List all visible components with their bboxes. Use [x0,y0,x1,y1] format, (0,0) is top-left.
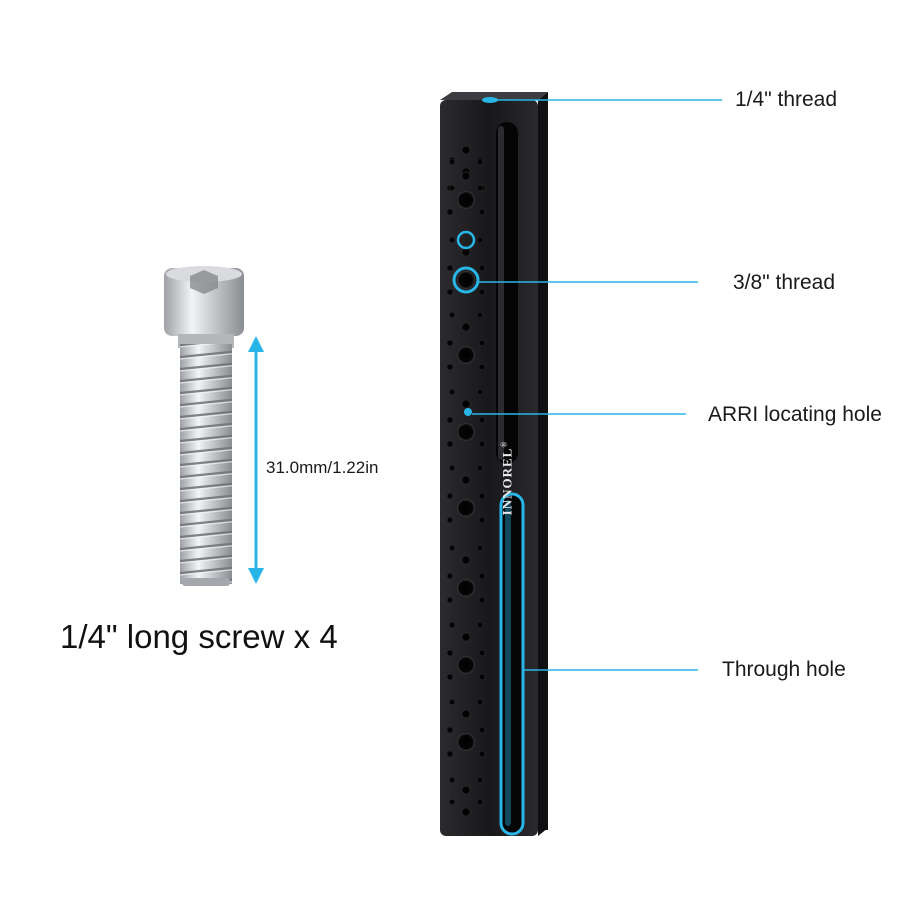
plate-small-hole [449,312,455,318]
plate-small-hole [478,649,486,657]
plate-small-hole [478,363,486,371]
hex-socket-icon [190,270,218,294]
plate-small-hole [477,237,483,243]
plate-small-thread-hole [461,475,471,485]
plate-small-hole [477,312,483,318]
plate-small-hole [446,363,454,371]
cheese-plate [440,92,548,836]
plate-small-hole [449,185,455,191]
plate-small-hole [478,492,486,500]
plate-small-hole [477,699,483,705]
plate-thread-hole [457,499,475,517]
plate-small-hole [446,208,454,216]
plate-small-hole [478,264,486,272]
plate-small-hole [449,777,455,783]
plate-small-hole [449,237,455,243]
plate-small-hole [446,596,454,604]
plate-small-hole [477,622,483,628]
plate-small-hole [449,545,455,551]
plate-small-hole [477,777,483,783]
plate-thread-hole [457,423,475,441]
label-through-hole: Through hole [722,658,846,681]
plate-thread-hole [457,579,475,597]
plate-thread-hole [457,191,475,209]
plate-small-thread-hole [461,709,471,719]
plate-small-hole [478,673,486,681]
plate-small-hole [477,389,483,395]
plate-small-hole [477,799,483,805]
plate-small-hole [477,465,483,471]
brand-logo: INNOREL® [499,441,515,516]
plate-thread-hole [457,733,475,751]
plate-small-thread-hole [461,145,471,155]
plate-small-hole [446,649,454,657]
plate-small-thread-hole [461,171,471,181]
plate-holes [446,145,486,817]
label-three-eighths-thread: 3/8" thread [733,271,836,294]
top-thread-hole [482,97,498,103]
plate-small-hole [449,799,455,805]
plate-small-hole [446,264,454,272]
through-slot [499,492,525,836]
screw [164,266,244,586]
plate-small-hole [478,516,486,524]
plate-small-hole [478,440,486,448]
plate-small-hole [446,516,454,524]
plate-small-hole [446,492,454,500]
plate-small-thread-hole [461,807,471,817]
plate-small-hole [449,465,455,471]
plate-small-hole [478,750,486,758]
plate-small-hole [478,726,486,734]
plate-small-hole [446,339,454,347]
plate-small-hole [478,208,486,216]
plate-small-hole [449,699,455,705]
brand-name: INNOREL [499,447,515,516]
plate-small-hole [449,159,455,165]
plate-thread-hole [457,656,475,674]
plate-small-hole [478,596,486,604]
plate-thread-hole [457,346,475,364]
dimension-arrow [248,336,264,584]
plate-small-thread-hole [461,632,471,642]
plate-small-hole [446,288,454,296]
plate-small-hole [478,339,486,347]
plate-thread-hole [457,271,475,289]
screw-head [164,268,244,336]
plate-small-thread-hole [461,785,471,795]
plate-small-thread-hole [461,555,471,565]
quarter-hole-highlight [456,230,476,250]
arri-hole-dot [464,408,472,416]
plate-small-hole [477,545,483,551]
label-quarter-thread: 1/4" thread [735,88,838,111]
plate-small-hole [446,572,454,580]
three-eighths-hole-highlight [452,266,480,294]
plate-small-hole [478,416,486,424]
plate-small-thread-hole [461,247,471,257]
screw-dimension: 31.0mm/1.22in [266,458,379,477]
plate-small-hole [446,726,454,734]
plate-small-hole [446,673,454,681]
plate-small-hole [449,389,455,395]
label-arri-hole: ARRI locating hole [708,403,882,426]
registered-mark: ® [499,440,509,448]
plate-small-hole [446,416,454,424]
plate-small-hole [446,440,454,448]
plate-small-hole [446,750,454,758]
plate-small-hole [477,159,483,165]
plate-small-hole [477,185,483,191]
plate-small-hole [478,572,486,580]
plate-small-hole [478,288,486,296]
plate-small-hole [449,622,455,628]
callout-lines [472,99,722,671]
plate-small-thread-hole [461,322,471,332]
screw-caption: 1/4" long screw x 4 [60,618,338,655]
plate-small-thread-hole [461,399,471,409]
